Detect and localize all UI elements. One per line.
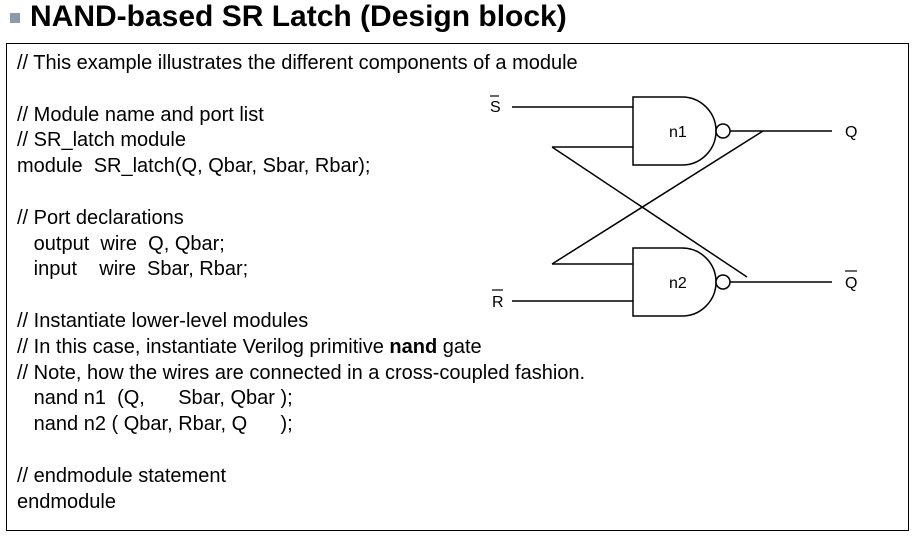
code-line: // Port declarations — [17, 206, 184, 229]
code-line: // endmodule statement — [17, 464, 227, 487]
code-listing: // This example illustrates the differen… — [17, 51, 585, 515]
code-line: endmodule — [17, 490, 116, 513]
gate1-label: n1 — [669, 124, 687, 141]
code-line: nand n2 ( Qbar, Rbar, Q ); — [17, 413, 293, 436]
code-text: gate — [437, 335, 482, 358]
r-label: R — [492, 294, 504, 311]
page-title: NAND-based SR Latch (Design block) — [30, 0, 567, 33]
code-line: nand n1 (Q, Sbar, Qbar ); — [17, 387, 293, 410]
gate2-label: n2 — [669, 275, 687, 292]
sr-latch-schematic: S n1 Q n2 Q R — [490, 95, 857, 317]
code-line: // Instantiate lower-level modules — [17, 309, 309, 332]
code-line: output wire Q, Qbar; — [17, 232, 225, 255]
code-line: input wire Sbar, Rbar; — [17, 258, 249, 281]
title-bullet — [10, 13, 20, 23]
code-line-primitive: // In this case, instantiate Verilog pri… — [17, 335, 585, 361]
code-line: module SR_latch(Q, Qbar, Sbar, Rbar); — [17, 155, 371, 178]
n1-bubble — [715, 123, 731, 139]
qbar-label: Q — [845, 275, 857, 292]
n2-bubble — [715, 274, 731, 290]
code-line: // This example illustrates the differen… — [17, 52, 578, 74]
q-label: Q — [845, 124, 857, 141]
s-label: S — [490, 99, 501, 116]
code-line — [17, 438, 585, 464]
code-line: // Module name and port list — [17, 103, 264, 126]
qbar-cross-wire — [551, 146, 748, 278]
keyword-nand: nand — [389, 335, 438, 358]
design-block: // This example illustrates the differen… — [6, 43, 909, 531]
code-line: // Note, how the wires are connected in … — [17, 361, 586, 384]
q-cross-wire — [551, 130, 764, 265]
code-line: // SR_latch module — [17, 129, 186, 152]
code-text: // In this case, instantiate Verilog pri… — [17, 335, 390, 358]
